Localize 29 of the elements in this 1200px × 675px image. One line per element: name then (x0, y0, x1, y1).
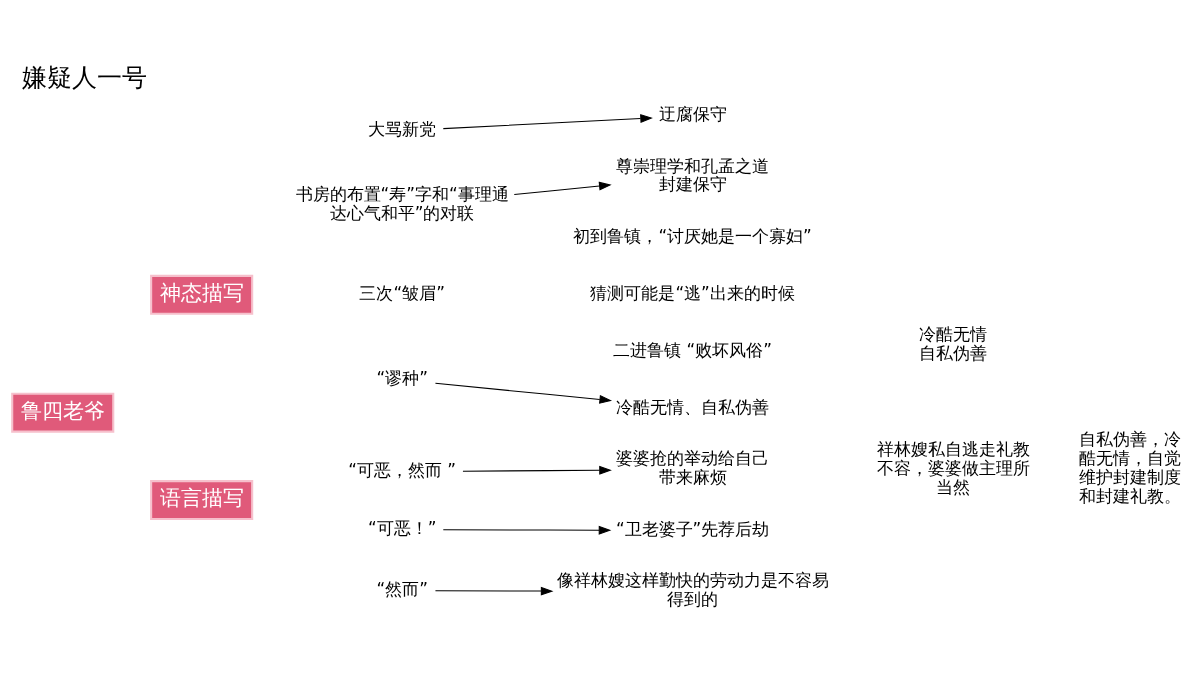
node-box: 神态描写 (150, 274, 254, 315)
node-text: 尊崇理学和孔孟之道 封建保守 (616, 155, 770, 194)
node-text: 大骂新党 (368, 118, 437, 139)
node-text: 初到鲁镇，“讨厌她是一个寡妇” (573, 225, 812, 246)
diagram-title: 嫌疑人一号 (21, 62, 147, 92)
node-text: “然而” (376, 578, 428, 599)
node-text: 二进鲁镇 “败坏风俗” (613, 339, 773, 360)
node-box: 语言描写 (150, 479, 254, 520)
node-text: “卫老婆子”先荐后劫 (615, 518, 770, 539)
node-text: 冷酷无情、自私伪善 (616, 396, 770, 417)
node-text: 祥林嫂私自逃走礼教不容，婆婆做主理所当然 (876, 438, 1030, 496)
node-text: 像祥林嫂这样勤快的劳动力是不容易得到的 (556, 569, 829, 609)
node-text: “可恶，然而 ” (348, 459, 457, 480)
node-text: 婆婆抢的举动给自己带来麻烦 (616, 447, 770, 487)
arrow (513, 181, 612, 195)
arrow (442, 525, 612, 535)
node-text: 自私伪善，冷酷无情，自觉维护封建制度和封建礼教。 (1079, 428, 1182, 506)
node-text: 书房的布置“寿”字和“事理通达心气和平”的对联 (295, 183, 509, 223)
arrow (434, 586, 554, 595)
arrow (442, 113, 653, 129)
node-text: 冷酷无情 自私伪善 (919, 323, 988, 363)
node-box: 鲁四老爷 (11, 392, 115, 433)
arrow (434, 382, 613, 404)
arrow (462, 465, 612, 475)
node-text: “可恶！” (367, 517, 437, 538)
node-text: 迂腐保守 (658, 103, 727, 124)
node-text: 猜测可能是“逃”出来的时候 (590, 282, 795, 303)
node-text: “谬种” (376, 367, 428, 388)
node-text: 三次“皱眉” (359, 282, 445, 303)
